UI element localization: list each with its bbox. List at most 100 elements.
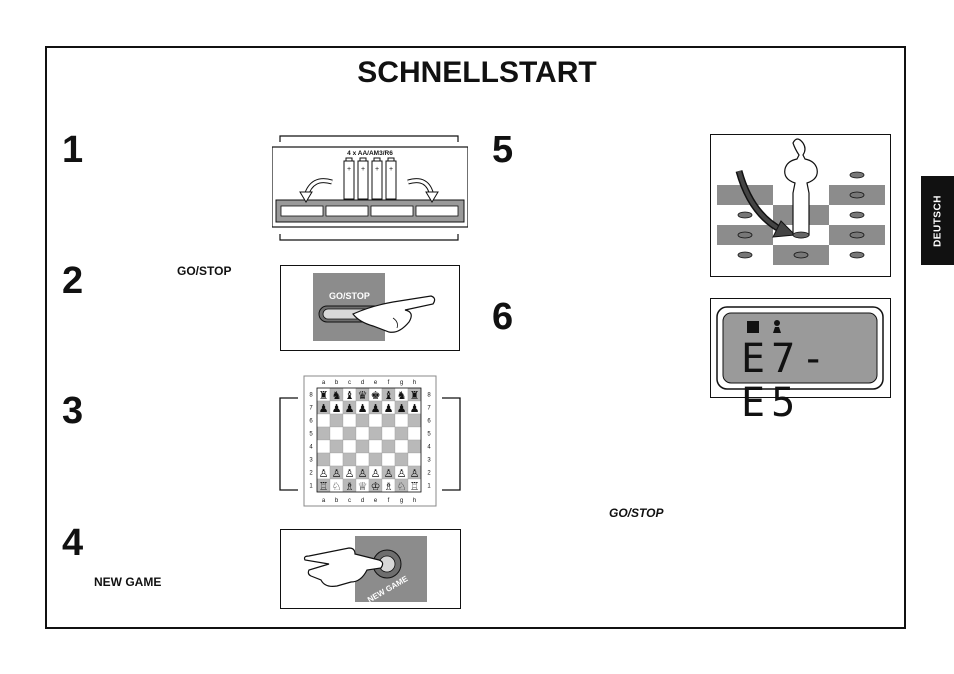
white-pawn-icon: ♙ <box>358 468 368 480</box>
rank-label-right: 2 <box>427 471 431 477</box>
battery-illustration: ++++ 4 x AA/AM3/R6 <box>271 134 469 242</box>
file-label-top: d <box>361 380 364 386</box>
white-pawn-icon: ♙ <box>319 468 329 480</box>
black-pawn-icon: ♟ <box>410 403 420 415</box>
lcd-move-text: E7-E5 <box>741 336 832 426</box>
white-pawn-icon: ♙ <box>332 468 342 480</box>
language-tab-label: DEUTSCH <box>932 194 943 247</box>
board-square <box>342 439 357 454</box>
rank-label-left: 3 <box>309 458 313 464</box>
rank-label-right: 6 <box>427 419 431 425</box>
left-bracket <box>279 397 298 491</box>
white-piece-icon: ♗ <box>384 481 394 493</box>
file-label-top: f <box>388 380 390 386</box>
rank-label-right: 8 <box>427 393 431 399</box>
board-square <box>407 426 422 441</box>
rank-label-left: 5 <box>309 432 313 438</box>
svg-text:+: + <box>347 166 351 173</box>
rank-label-left: 1 <box>309 484 313 490</box>
board-square <box>355 413 370 428</box>
file-label-bottom: a <box>322 498 326 504</box>
go-stop-illustration: GO/STOP <box>280 265 460 351</box>
board-square <box>355 439 370 454</box>
file-label-bottom: h <box>413 498 416 504</box>
black-piece-icon: ♚ <box>371 390 381 402</box>
step-2-key-label: GO/STOP <box>177 264 232 278</box>
black-pawn-icon: ♟ <box>319 403 329 415</box>
step-number-1: 1 <box>62 129 84 171</box>
black-piece-icon: ♜ <box>319 390 329 402</box>
board-square <box>381 452 396 467</box>
board-square <box>329 452 344 467</box>
board-border <box>316 387 422 493</box>
board-square <box>394 413 409 428</box>
board-square <box>394 452 409 467</box>
file-label-bottom: f <box>388 498 390 504</box>
step-number-6: 6 <box>492 296 514 338</box>
board-square <box>342 452 357 467</box>
black-pawn-icon: ♟ <box>358 403 368 415</box>
page-frame <box>45 46 906 629</box>
black-piece-icon: ♞ <box>397 390 407 402</box>
white-pawn-icon: ♙ <box>384 468 394 480</box>
rank-label-left: 4 <box>309 445 313 451</box>
white-piece-icon: ♔ <box>371 481 381 493</box>
black-square-indicator-icon <box>747 321 759 333</box>
board-square <box>368 452 383 467</box>
board-square <box>394 439 409 454</box>
pawn-indicator-icon <box>773 320 781 333</box>
svg-text:+: + <box>375 166 379 173</box>
black-pawn-icon: ♟ <box>397 403 407 415</box>
white-pawn-icon: ♙ <box>397 468 407 480</box>
black-pawn-icon: ♟ <box>332 403 342 415</box>
board-square <box>368 439 383 454</box>
board-square <box>329 413 344 428</box>
white-pawn-icon: ♙ <box>410 468 420 480</box>
rank-label-left: 2 <box>309 471 313 477</box>
black-piece-icon: ♝ <box>345 390 355 402</box>
file-label-top: h <box>413 380 416 386</box>
board-square <box>355 426 370 441</box>
svg-text:+: + <box>389 166 393 173</box>
white-pawn-icon: ♙ <box>345 468 355 480</box>
rank-label-right: 7 <box>427 406 431 412</box>
white-piece-icon: ♖ <box>319 481 329 493</box>
go-stop-button-text: GO/STOP <box>329 291 370 301</box>
black-piece-icon: ♝ <box>384 390 394 402</box>
lcd-display-illustration: E7-E5 <box>710 298 891 426</box>
file-label-top: e <box>374 380 378 386</box>
board-square <box>316 439 331 454</box>
white-piece-icon: ♗ <box>345 481 355 493</box>
rank-label-left: 6 <box>309 419 313 425</box>
file-label-bottom: d <box>361 498 364 504</box>
board-square <box>381 426 396 441</box>
file-label-bottom: c <box>348 498 351 504</box>
board-square <box>381 413 396 428</box>
rank-label-left: 8 <box>309 393 313 399</box>
board-square <box>407 413 422 428</box>
file-label-bottom: b <box>335 498 339 504</box>
board-square <box>329 439 344 454</box>
file-label-top: g <box>400 380 403 386</box>
rank-label-right: 5 <box>427 432 431 438</box>
black-pawn-icon: ♟ <box>384 403 394 415</box>
board-square <box>342 413 357 428</box>
step-number-5: 5 <box>492 129 514 171</box>
black-pawn-icon: ♟ <box>371 403 381 415</box>
black-piece-icon: ♜ <box>410 390 420 402</box>
rank-label-right: 1 <box>427 484 431 490</box>
rank-label-right: 4 <box>427 445 431 451</box>
board-square <box>342 426 357 441</box>
rank-label-right: 3 <box>427 458 431 464</box>
board-square <box>329 426 344 441</box>
white-piece-icon: ♘ <box>397 481 407 493</box>
board-square <box>316 413 331 428</box>
white-piece-icon: ♖ <box>410 481 420 493</box>
black-pawn-icon: ♟ <box>345 403 355 415</box>
board-square <box>316 452 331 467</box>
white-piece-icon: ♕ <box>358 481 368 493</box>
page-title: SCHNELLSTART <box>357 56 597 89</box>
pawn-move-illustration <box>710 134 891 277</box>
file-label-top: a <box>322 380 326 386</box>
